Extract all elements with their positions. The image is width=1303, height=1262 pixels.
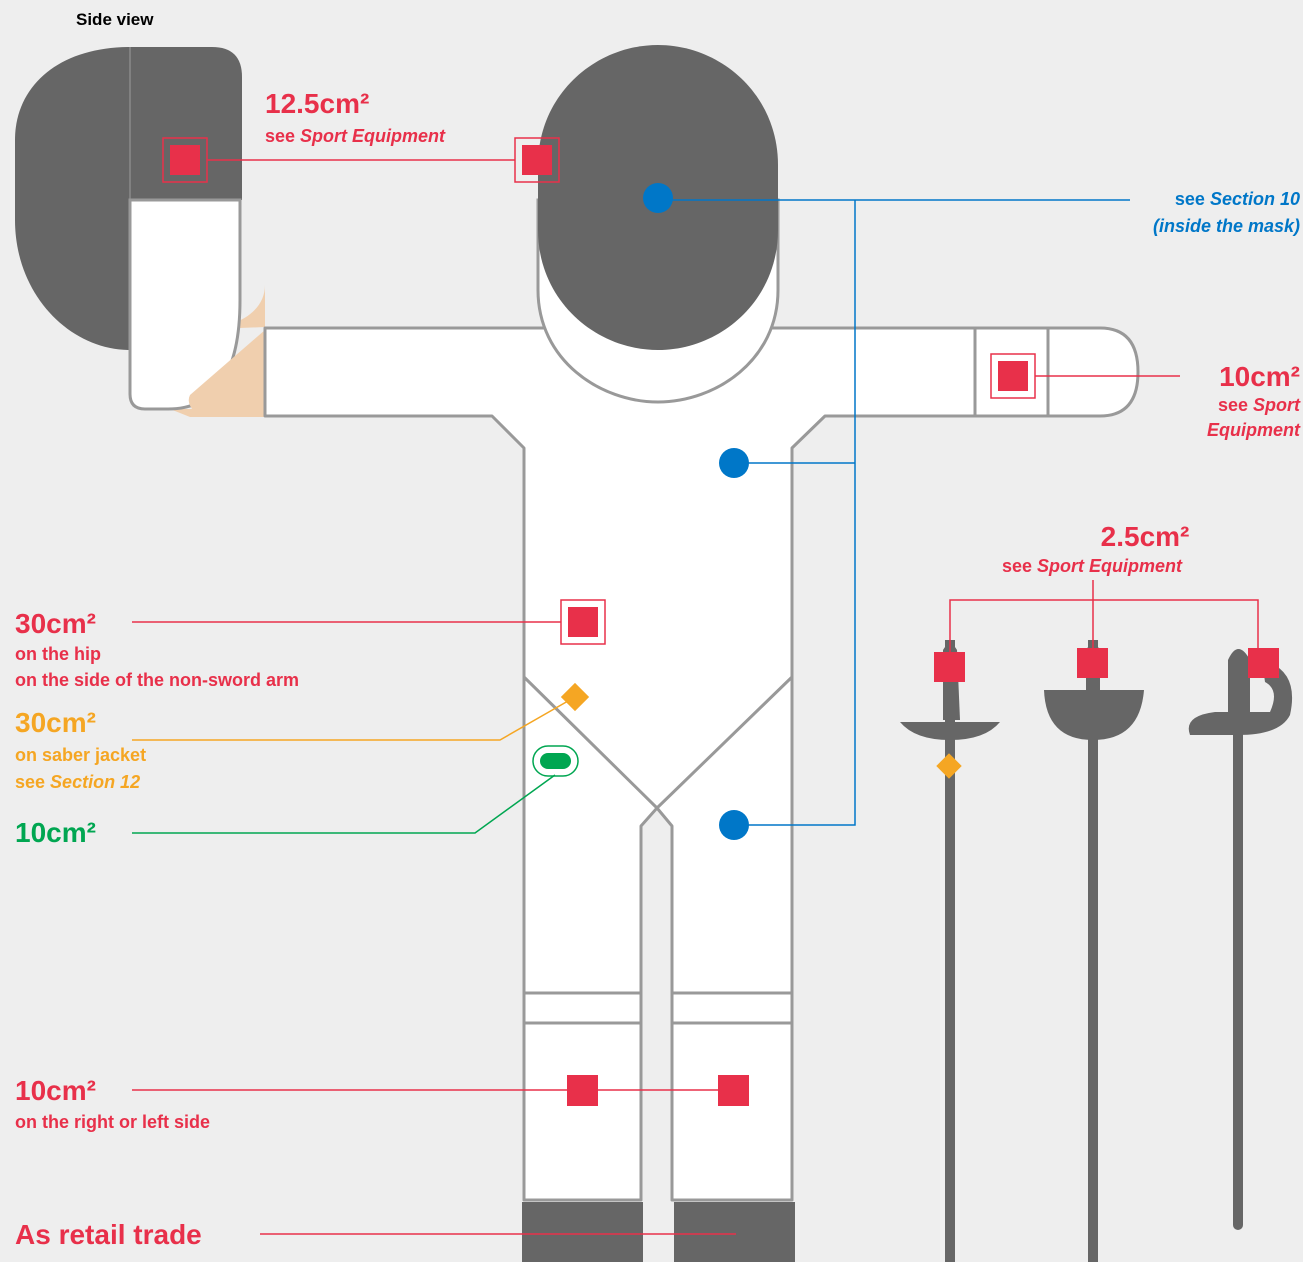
side-view-mask: [15, 47, 265, 417]
green-marker: [132, 745, 579, 834]
weapon-logo-size: 2.5cm²: [1101, 521, 1190, 552]
arm-logo-see: see Sport: [1218, 395, 1301, 415]
green-callout: 10cm²: [15, 817, 96, 848]
right-sock: [674, 1202, 795, 1262]
weapon-logo-callout: 2.5cm² see Sport Equipment: [1002, 521, 1189, 576]
left-sock: [522, 1202, 643, 1262]
green-size: 10cm²: [15, 817, 96, 848]
mask-logo-markers: [162, 137, 560, 183]
weapon-logo-see: see Sport Equipment: [1002, 556, 1183, 576]
socks-callout: As retail trade: [15, 1219, 202, 1250]
saber-jacket-note: on saber jacket: [15, 745, 146, 765]
hip-logo-note-1: on the hip: [15, 644, 101, 664]
foil-weapon: [900, 640, 1000, 1262]
leg-logo-markers: [132, 1075, 749, 1106]
leg-logo-callout: 10cm² on the right or left side: [15, 1075, 210, 1132]
arm-logo-ref-cont: Equipment: [1207, 420, 1301, 440]
arm-logo-size: 10cm²: [1219, 361, 1300, 392]
mask-logo-size: 12.5cm²: [265, 88, 369, 119]
weapon-logo-markers: [934, 580, 1279, 779]
mask-logo-see: see Sport Equipment: [265, 126, 446, 146]
epee-weapon: [1044, 640, 1144, 1262]
socks-label: As retail trade: [15, 1219, 202, 1250]
hip-logo-size: 30cm²: [15, 608, 96, 639]
arm-logo-marker: [990, 353, 1180, 399]
saber-jacket-see: see Section 12: [15, 772, 140, 792]
inside-mask-see: see Section 10: [1175, 189, 1300, 209]
front-mask: [536, 45, 780, 404]
saber-jacket-callout: 30cm² on saber jacket see Section 12: [15, 707, 146, 792]
blue-markers: [643, 183, 1130, 840]
fencer-body: [188, 326, 1140, 1262]
hip-logo-marker: [132, 599, 606, 645]
inside-mask-callout: see Section 10 (inside the mask): [1153, 189, 1300, 236]
saber-jacket-marker: [132, 682, 590, 741]
hip-logo-note-2: on the side of the non-sword arm: [15, 670, 299, 690]
leg-logo-note: on the right or left side: [15, 1112, 210, 1132]
leg-logo-size: 10cm²: [15, 1075, 96, 1106]
mask-logo-callout: 12.5cm² see Sport Equipment: [265, 88, 446, 146]
saber-jacket-size: 30cm²: [15, 707, 96, 738]
arm-logo-callout: 10cm² see Sport Equipment: [1207, 361, 1301, 440]
saber-weapon: [1188, 649, 1293, 1230]
hip-logo-callout: 30cm² on the hip on the side of the non-…: [15, 608, 299, 690]
side-view-label: Side view: [76, 10, 154, 29]
inside-mask-note: (inside the mask): [1153, 216, 1300, 236]
